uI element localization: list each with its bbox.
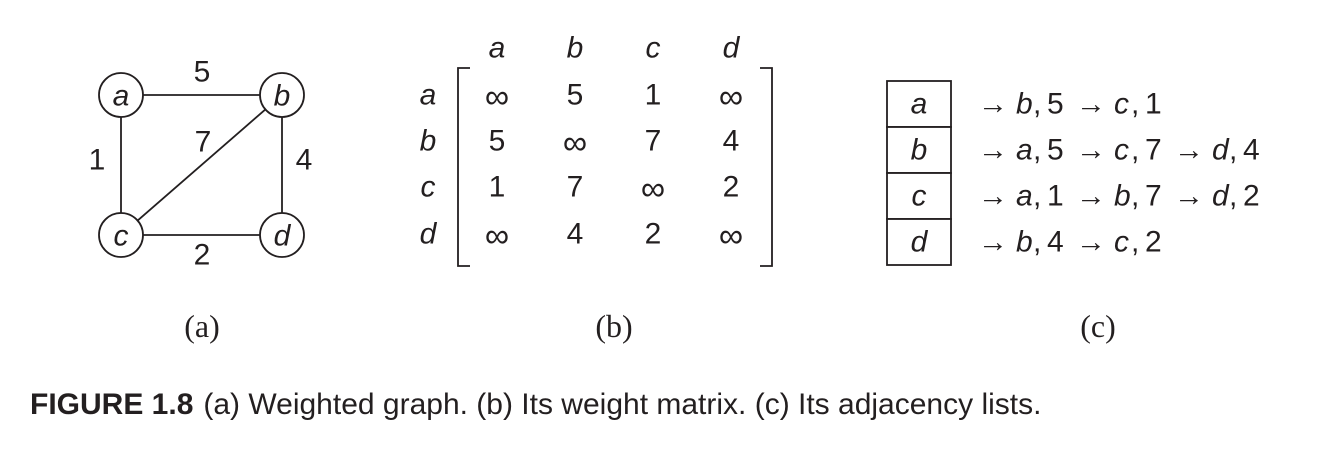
vertex-label-b: b: [274, 80, 291, 113]
list-node-comma: ,: [1229, 134, 1237, 167]
list-node-vertex-d-0: b: [1016, 226, 1033, 259]
edge-weight-c-b: 7: [195, 126, 212, 159]
vertex-b: [259, 72, 305, 118]
panel-labels: (a) (b) (c): [184, 308, 1116, 344]
matrix-cell-a-d: ∞: [719, 78, 743, 116]
matrix-right-bracket: [760, 67, 773, 267]
list-node-comma: ,: [1033, 226, 1041, 259]
adjacency-head-b: [886, 126, 952, 174]
weighted-graph: 5 1 7 4 2 a b c d: [89, 56, 313, 272]
arrow-icon: →: [1076, 226, 1106, 259]
edge-weight-a-c: 1: [89, 144, 106, 177]
adjacency-head-label-b: b: [911, 134, 928, 167]
list-node-vertex-c-2: d: [1212, 180, 1230, 213]
list-node-weight-a-0: 5: [1047, 88, 1064, 121]
vertex-label-d: d: [274, 220, 292, 253]
matrix-col-header-d: d: [723, 32, 741, 65]
matrix-left-bracket: [457, 67, 470, 267]
vertex-a: [98, 72, 144, 118]
matrix-cell-b-c: 7: [645, 125, 662, 158]
adjacency-head-label-d: d: [911, 226, 929, 259]
matrix-col-header-a: a: [489, 32, 506, 65]
list-node-comma: ,: [1131, 134, 1139, 167]
matrix-row-header-a: a: [420, 79, 437, 112]
arrow-icon: →: [978, 88, 1008, 121]
list-node-vertex-d-1: c: [1114, 226, 1129, 259]
list-node-vertex-b-0: a: [1016, 134, 1033, 167]
matrix-row-header-d: d: [420, 218, 438, 251]
adjacency-head-c: [886, 172, 952, 220]
list-node-weight-c-0: 1: [1047, 180, 1064, 213]
list-node-vertex-a-0: b: [1016, 88, 1033, 121]
list-node-weight-c-2: 2: [1243, 180, 1260, 213]
matrix-col-header-b: b: [567, 32, 584, 65]
list-node-comma: ,: [1229, 180, 1237, 213]
vertex-label-c: c: [114, 220, 129, 253]
list-node-weight-b-2: 4: [1243, 134, 1260, 167]
matrix-cell-c-c: ∞: [641, 170, 665, 208]
matrix-cell-c-d: 2: [723, 171, 740, 204]
vertex-c: [98, 212, 144, 258]
matrix-cell-c-b: 7: [567, 171, 584, 204]
list-node-vertex-b-2: d: [1212, 134, 1230, 167]
panel-label-b: (b): [595, 308, 632, 344]
list-node-weight-b-1: 7: [1145, 134, 1162, 167]
matrix-cell-d-b: 4: [567, 218, 584, 251]
list-node-vertex-c-1: b: [1114, 180, 1131, 213]
list-node-weight-d-0: 4: [1047, 226, 1064, 259]
arrow-icon: →: [978, 180, 1008, 213]
matrix-cell-c-a: 1: [489, 171, 506, 204]
caption-text: (a) Weighted graph. (b) Its weight matri…: [203, 388, 1042, 421]
matrix-cell-a-c: 1: [645, 79, 662, 112]
matrix-cell-b-a: 5: [489, 125, 506, 158]
matrix-cell-d-c: 2: [645, 218, 662, 251]
matrix-cell-a-b: 5: [567, 79, 584, 112]
arrow-icon: →: [1076, 180, 1106, 213]
matrix-row-header-b: b: [420, 125, 437, 158]
matrix-cell-b-b: ∞: [563, 124, 587, 162]
matrix-row-header-c: c: [421, 171, 436, 204]
figure-caption: FIGURE 1.8 (a) Weighted graph. (b) Its we…: [30, 388, 1041, 422]
edge-weight-c-d: 2: [194, 239, 211, 272]
matrix-cell-a-a: ∞: [485, 78, 509, 116]
list-node-vertex-b-1: c: [1114, 134, 1129, 167]
panel-label-a: (a): [184, 308, 220, 344]
list-node-vertex-a-1: c: [1114, 88, 1129, 121]
list-node-comma: ,: [1131, 88, 1139, 121]
list-node-weight-d-1: 2: [1145, 226, 1162, 259]
list-node-comma: ,: [1131, 180, 1139, 213]
edge-weight-b-d: 4: [296, 144, 313, 177]
arrow-icon: →: [1174, 180, 1204, 213]
edge-weight-a-b: 5: [194, 56, 211, 89]
matrix-cell-d-d: ∞: [719, 217, 743, 255]
matrix-col-header-c: c: [646, 32, 661, 65]
list-node-weight-c-1: 7: [1145, 180, 1162, 213]
adjacency-lists: a→b,5→c,1b→a,5→c,7→d,4c→a,1→b,7→d,2d→b,4…: [886, 80, 1260, 266]
list-node-weight-b-0: 5: [1047, 134, 1064, 167]
adjacency-head-label-c: c: [912, 180, 927, 213]
list-node-comma: ,: [1033, 134, 1041, 167]
list-node-comma: ,: [1033, 88, 1041, 121]
adjacency-head-label-a: a: [911, 88, 928, 121]
panel-label-c: (c): [1080, 308, 1116, 344]
list-node-weight-a-1: 1: [1145, 88, 1162, 121]
matrix-cell-b-d: 4: [723, 125, 740, 158]
list-node-vertex-c-0: a: [1016, 180, 1033, 213]
arrow-icon: →: [978, 134, 1008, 167]
edge-c-b: [137, 108, 266, 222]
arrow-icon: →: [1076, 134, 1106, 167]
list-node-comma: ,: [1131, 226, 1139, 259]
arrow-icon: →: [1076, 88, 1106, 121]
arrow-icon: →: [978, 226, 1008, 259]
vertex-label-a: a: [113, 80, 130, 113]
vertex-d: [259, 212, 305, 258]
figure-number: FIGURE 1.8: [30, 388, 194, 421]
adjacency-head-d: [886, 218, 952, 266]
list-node-comma: ,: [1033, 180, 1041, 213]
matrix-cell-d-a: ∞: [485, 217, 509, 255]
arrow-icon: →: [1174, 134, 1204, 167]
